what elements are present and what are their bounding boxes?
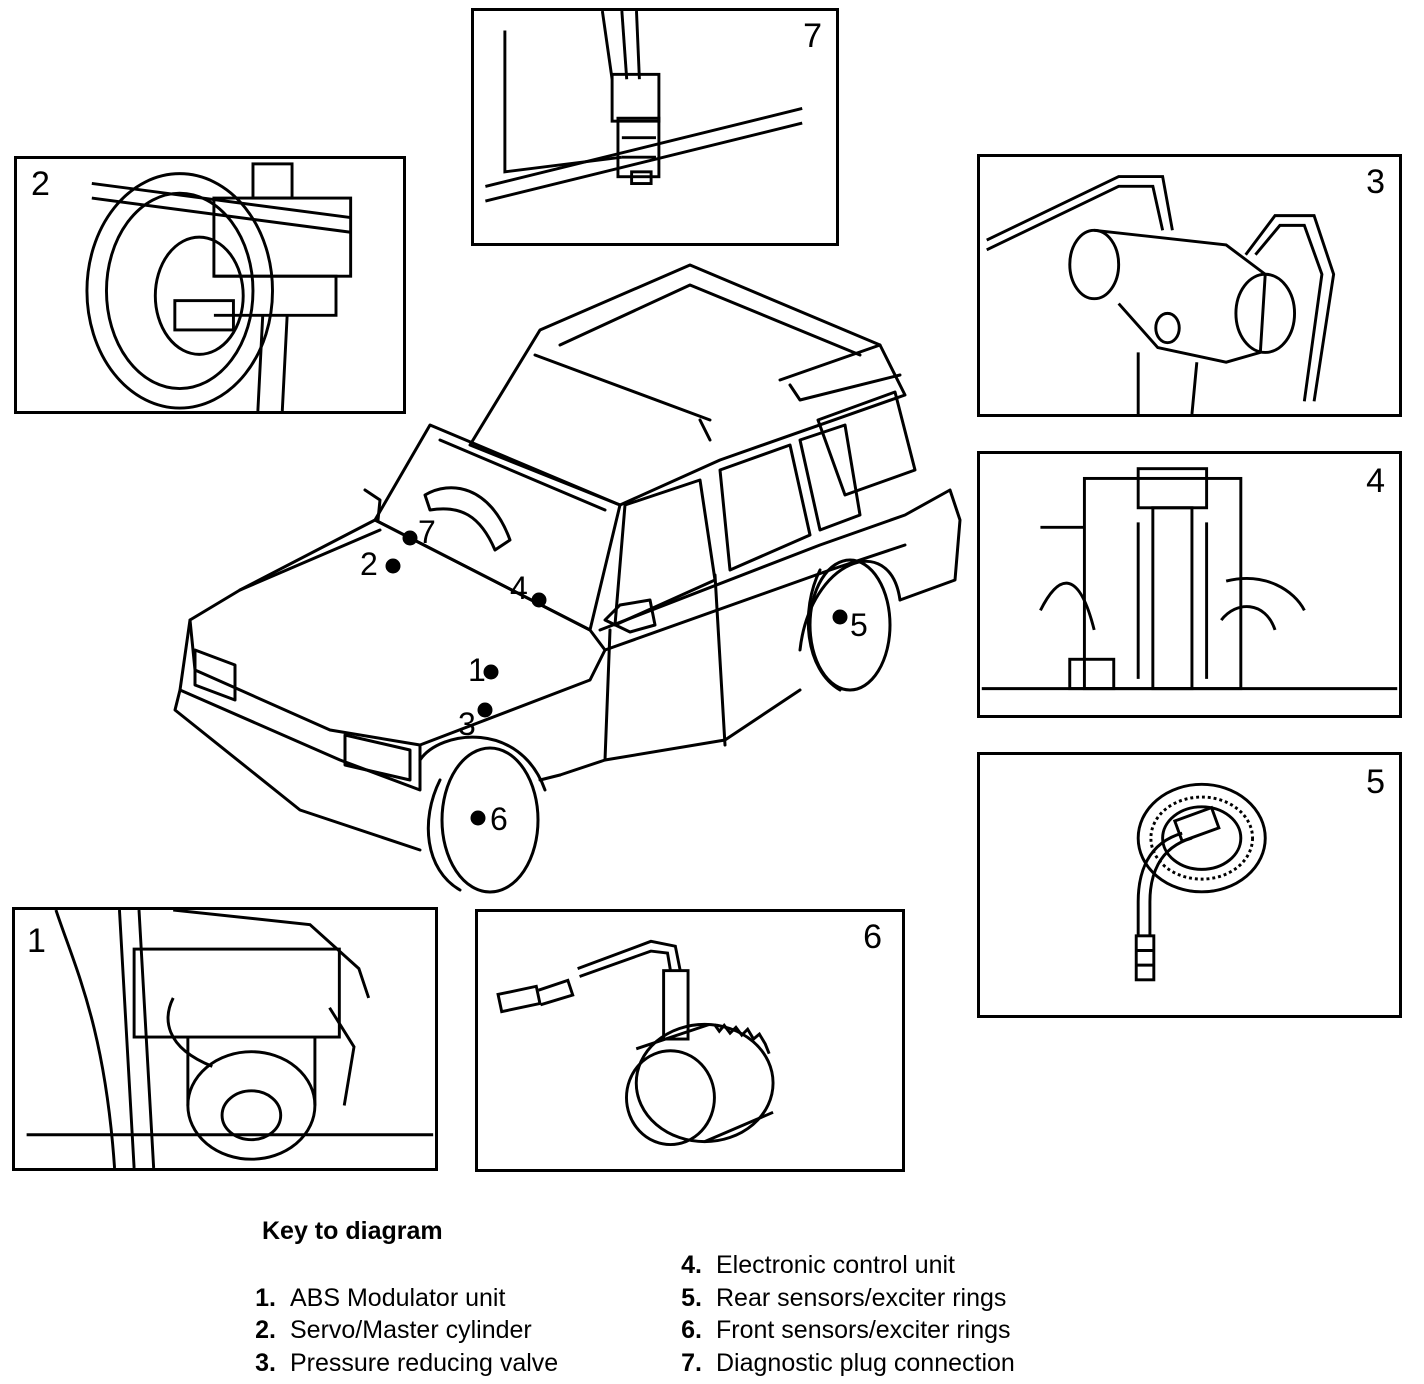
panel-4-number: 4 bbox=[1366, 462, 1385, 500]
callout-2: 2 bbox=[360, 546, 378, 582]
panel-6-number: 6 bbox=[863, 918, 882, 956]
panel-7-number: 7 bbox=[803, 17, 822, 55]
key-item-text: Rear sensors/exciter rings bbox=[716, 1284, 1007, 1312]
key-item-1: 1. ABS Modulator unit bbox=[236, 1284, 505, 1313]
key-item-6: 6. Front sensors/exciter rings bbox=[662, 1316, 1011, 1345]
panel-2-servo-master-cylinder: 2 bbox=[14, 156, 406, 414]
key-item-text: ABS Modulator unit bbox=[290, 1284, 506, 1312]
panel-2-number: 2 bbox=[31, 165, 50, 203]
panel-1-number: 1 bbox=[27, 922, 46, 960]
key-item-text: Front sensors/exciter rings bbox=[716, 1316, 1011, 1344]
panel-6-front-sensor-exciter-ring: 6 bbox=[475, 909, 905, 1172]
panel-5-rear-sensor-exciter-ring: 5 bbox=[977, 752, 1402, 1018]
key-item-number: 1. bbox=[255, 1284, 276, 1312]
key-item-text: Electronic control unit bbox=[716, 1251, 956, 1279]
callout-5: 5 bbox=[850, 607, 868, 643]
panel-5-number: 5 bbox=[1366, 763, 1385, 801]
key-item-text: Diagnostic plug connection bbox=[716, 1349, 1015, 1377]
key-item-4: 4. Electronic control unit bbox=[662, 1251, 955, 1280]
callout-1: 1 bbox=[468, 652, 486, 688]
key-item-3: 3. Pressure reducing valve bbox=[236, 1349, 558, 1378]
callout-7: 7 bbox=[418, 514, 436, 550]
key-item-5: 5. Rear sensors/exciter rings bbox=[662, 1284, 1006, 1313]
key-item-number: 3. bbox=[255, 1349, 276, 1377]
key-item-number: 4. bbox=[681, 1251, 702, 1279]
key-item-2: 2. Servo/Master cylinder bbox=[236, 1316, 532, 1345]
key-item-number: 7. bbox=[681, 1349, 702, 1377]
panel-3-number: 3 bbox=[1366, 163, 1385, 201]
panel-4-electronic-control-unit: 4 bbox=[977, 451, 1402, 718]
key-item-7: 7. Diagnostic plug connection bbox=[662, 1349, 1015, 1378]
panel-3-pressure-reducing-valve: 3 bbox=[977, 154, 1402, 417]
key-item-text: Pressure reducing valve bbox=[290, 1349, 559, 1377]
key-item-number: 2. bbox=[255, 1316, 276, 1344]
key-item-text: Servo/Master cylinder bbox=[290, 1316, 532, 1344]
key-item-number: 6. bbox=[681, 1316, 702, 1344]
callout-6: 6 bbox=[490, 801, 508, 837]
panel-1-abs-modulator-unit: 1 bbox=[12, 907, 438, 1171]
key-item-number: 5. bbox=[681, 1284, 702, 1312]
callout-3: 3 bbox=[458, 706, 476, 742]
callout-4: 4 bbox=[510, 570, 528, 606]
key-title: Key to diagram bbox=[262, 1217, 443, 1245]
panel-7-diagnostic-plug: 7 bbox=[471, 8, 839, 246]
